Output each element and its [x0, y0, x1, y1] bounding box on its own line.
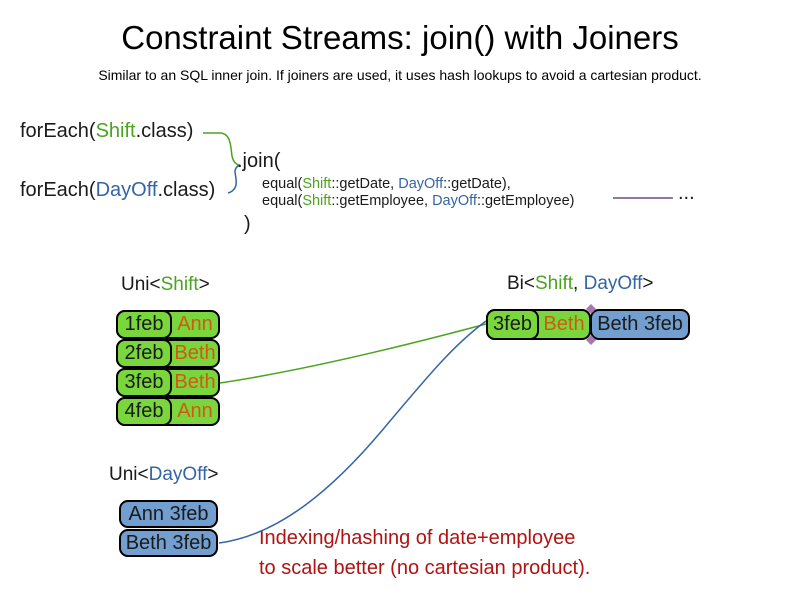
- page-subtitle: Similar to an SQL inner join. If joiners…: [98, 67, 702, 83]
- uni-shift-row-2: 2feb Beth: [116, 339, 220, 368]
- code-text: ::getDate,: [331, 176, 399, 192]
- uni-shift-label: Uni<Shift>: [121, 275, 210, 294]
- brace-upper-green: [203, 132, 240, 166]
- shift-employee-cell: Beth: [543, 313, 585, 335]
- code-joiner-date: equal(Shift::getDate, DayOff::getDate),: [262, 177, 511, 192]
- shift-date-cell: 1feb: [116, 310, 172, 339]
- dayoff-class-token: DayOff: [148, 464, 208, 485]
- shift-date-cell: 2feb: [116, 339, 172, 368]
- label-text: ,: [573, 273, 584, 294]
- label-text: Uni<: [121, 274, 161, 295]
- note-line-2: to scale better (no cartesian product).: [259, 557, 591, 579]
- shift-date-cell: 3feb: [116, 368, 172, 397]
- label-text: >: [642, 273, 654, 294]
- uni-shift-row-3: 3feb Beth: [116, 368, 220, 397]
- code-foreach-shift: forEach(Shift.class): [20, 121, 193, 141]
- code-text: .class): [157, 179, 216, 201]
- shift-date-cell: 4feb: [116, 397, 172, 426]
- dayoff-class-token: DayOff: [398, 176, 444, 192]
- label-text: Uni<: [109, 464, 149, 485]
- code-foreach-dayoff: forEach(DayOff.class): [20, 180, 215, 200]
- dayoff-class-token: DayOff: [432, 193, 477, 209]
- code-text: ::getEmployee): [476, 193, 575, 209]
- page-title: Constraint Streams: join() with Joiners: [121, 19, 679, 56]
- shift-class-token: Shift: [160, 274, 199, 295]
- bi-row-shift-part: 3feb Beth: [486, 309, 591, 340]
- uni-shift-row-1: 1feb Ann: [116, 310, 220, 339]
- code-text: .class): [135, 120, 194, 142]
- code-text: ::getEmployee,: [331, 193, 433, 209]
- shift-class-token: Shift: [302, 176, 332, 192]
- dayoff-class-token: DayOff: [583, 273, 643, 294]
- code-text: forEach(: [20, 120, 96, 142]
- dayoff-class-token: DayOff: [95, 179, 158, 201]
- code-text: equal(: [262, 176, 303, 192]
- uni-dayoff-row-2: Beth 3feb: [119, 529, 218, 557]
- code-joiner-employee: equal(Shift::getEmployee, DayOff::getEmp…: [262, 194, 574, 209]
- shift-employee-cell: Beth: [174, 371, 216, 393]
- code-join-open: .join(: [237, 150, 281, 172]
- uni-shift-row-4: 4feb Ann: [116, 397, 220, 426]
- note-line-1: Indexing/hashing of date+employee: [259, 527, 576, 549]
- shift-employee-cell: Ann: [177, 400, 213, 422]
- more-joiners-ellipsis: ...: [678, 182, 695, 204]
- code-text: forEach(: [20, 179, 96, 201]
- shift-employee-cell: Beth: [174, 342, 216, 364]
- shift-class-token: Shift: [95, 120, 136, 142]
- shift-class-token: Shift: [535, 273, 574, 294]
- code-text: equal(: [262, 193, 303, 209]
- bi-row-dayoff-part: Beth 3feb: [590, 309, 690, 340]
- dayoff-to-bi-connector: [218, 320, 487, 544]
- shift-employee-cell: Ann: [177, 313, 213, 335]
- shift-to-bi-connector: [219, 323, 487, 384]
- uni-dayoff-row-1: Ann 3feb: [119, 500, 218, 528]
- uni-dayoff-label: Uni<DayOff>: [109, 465, 219, 484]
- shift-date-cell: 3feb: [486, 309, 539, 340]
- label-text: >: [198, 274, 210, 295]
- code-join-close: ): [244, 213, 251, 235]
- shift-class-token: Shift: [302, 193, 332, 209]
- label-text: Bi<: [507, 273, 535, 294]
- code-text: ::getDate),: [443, 176, 511, 192]
- label-text: >: [207, 464, 219, 485]
- bi-label: Bi<Shift, DayOff>: [507, 274, 653, 293]
